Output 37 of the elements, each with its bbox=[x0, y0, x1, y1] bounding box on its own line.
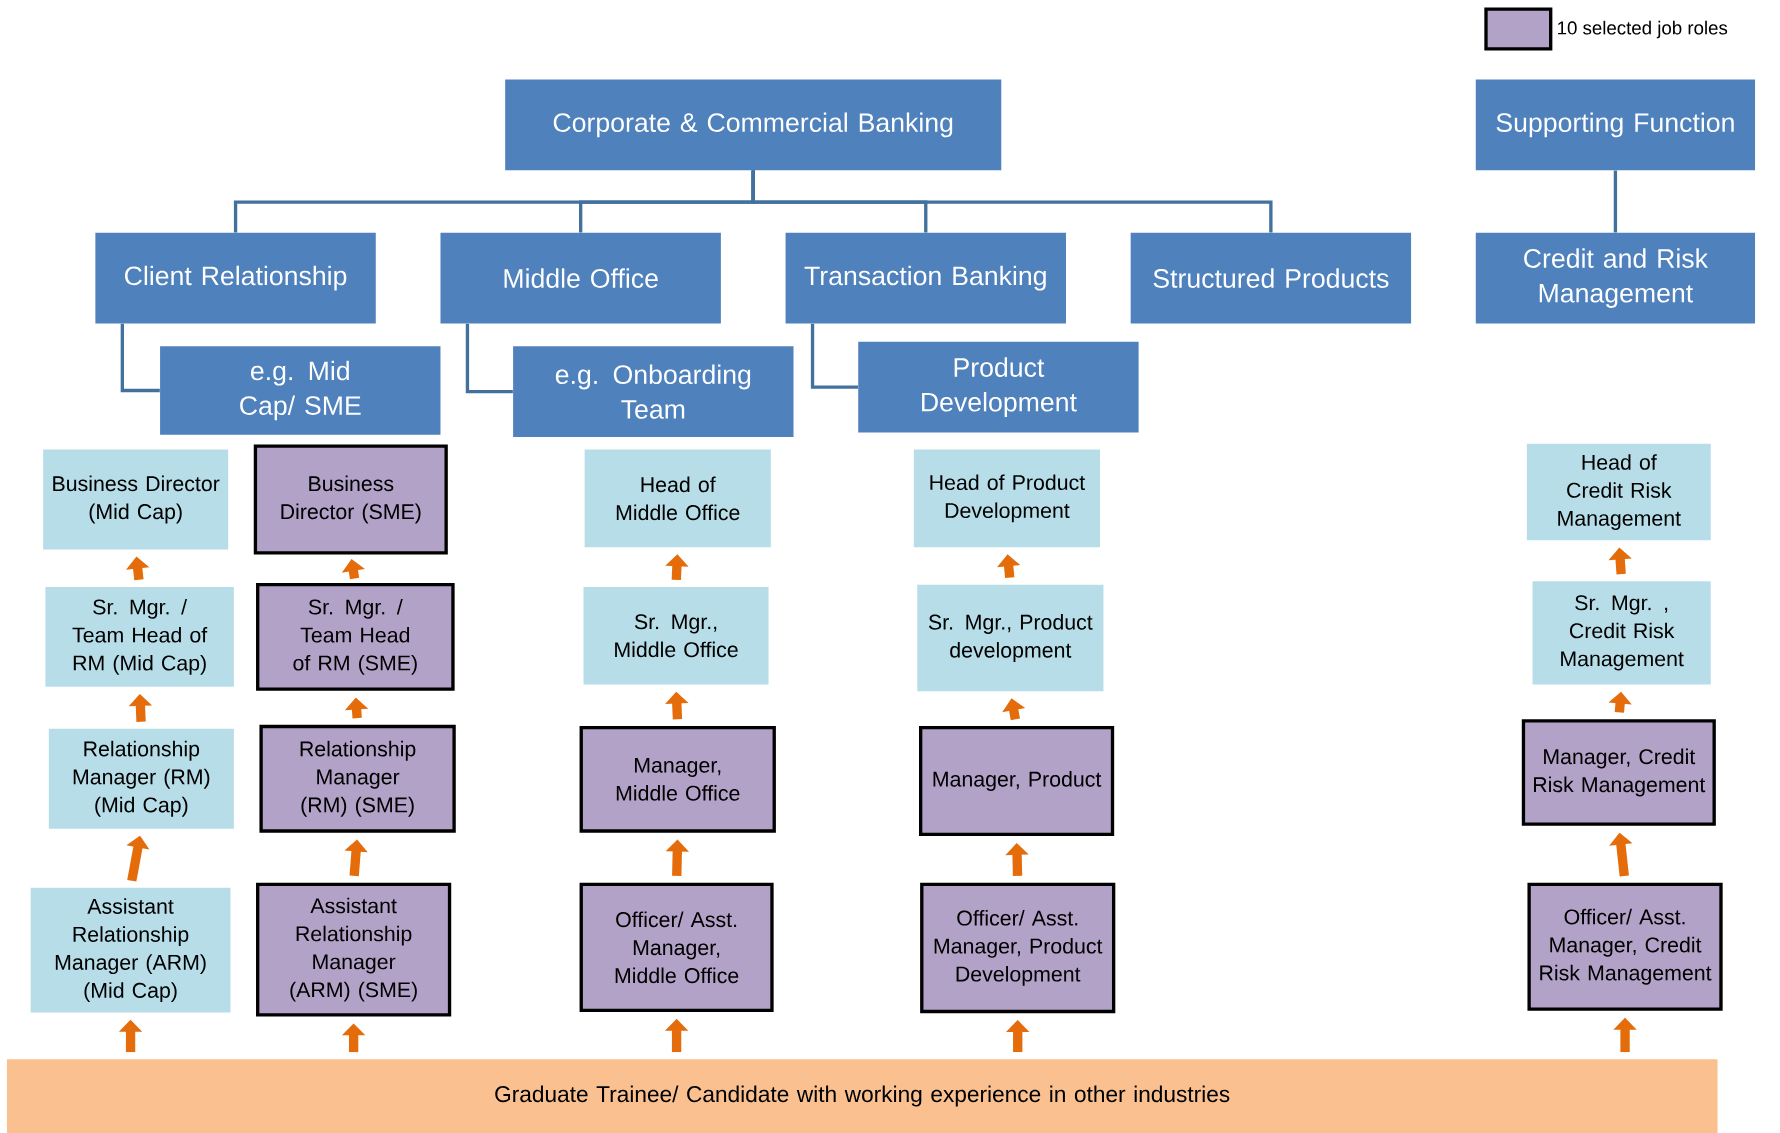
selected-role-box: Officer/ Asst. Manager, Credit Risk Management bbox=[1527, 882, 1723, 1011]
selected-role-box: Officer/ Asst. Manager, Middle Office bbox=[579, 882, 774, 1013]
selected-role-box: Business Director (SME) bbox=[253, 444, 448, 555]
selected-role-box: Sr. Mgr. / Team Head of RM (SME) bbox=[256, 583, 455, 691]
header-box: Product Development bbox=[858, 341, 1139, 433]
connector-line bbox=[1613, 170, 1618, 233]
legend-label: 10 selected job roles bbox=[1558, 20, 1728, 39]
header-box: Supporting Function bbox=[1475, 79, 1756, 171]
connector-line bbox=[810, 323, 858, 389]
header-box: e.g. Mid Cap/ SME bbox=[160, 346, 441, 435]
role-box: Head of Product Development bbox=[913, 449, 1100, 548]
header-box: Corporate & Commercial Banking bbox=[505, 79, 1002, 171]
role-box: Sr. Mgr. / Team Head of RM (Mid Cap) bbox=[45, 586, 234, 687]
role-box: Sr. Mgr. , Credit Risk Management bbox=[1532, 581, 1711, 685]
entry-bar: Graduate Trainee/ Candidate with working experience in other industries bbox=[6, 1059, 1718, 1133]
role-box: Relationship Manager (RM) (Mid Cap) bbox=[48, 728, 234, 829]
header-box: Middle Office bbox=[440, 232, 721, 324]
role-box: Assistant Relationship Manager (ARM) (Mid Cap) bbox=[30, 887, 231, 1013]
role-box: Sr. Mgr., Product development bbox=[917, 584, 1104, 692]
role-box: Head of Credit Risk Management bbox=[1526, 443, 1711, 541]
header-box: Structured Products bbox=[1130, 232, 1412, 324]
role-box: Head of Middle Office bbox=[584, 449, 771, 548]
role-box: Sr. Mgr., Middle Office bbox=[583, 586, 769, 685]
header-box: Credit and Risk Management bbox=[1475, 232, 1756, 324]
selected-role-box: Manager, Product bbox=[919, 726, 1115, 837]
selected-role-box: Manager, Middle Office bbox=[579, 726, 776, 833]
header-box: e.g. Onboarding Team bbox=[513, 346, 794, 438]
role-box: Business Director (Mid Cap) bbox=[43, 449, 229, 550]
selected-role-box: Officer/ Asst. Manager, Product Development bbox=[920, 882, 1116, 1014]
connector-line bbox=[751, 170, 1273, 233]
selected-role-box: Manager, Credit Risk Management bbox=[1521, 719, 1716, 826]
selected-role-box: Relationship Manager (RM) (SME) bbox=[259, 724, 456, 833]
header-box: Client Relationship bbox=[95, 232, 376, 324]
connector-line bbox=[465, 323, 513, 394]
selected-role-box: Assistant Relationship Manager (ARM) (SME) bbox=[256, 882, 452, 1017]
connector-line bbox=[120, 323, 160, 393]
header-box: Transaction Banking bbox=[785, 232, 1066, 324]
